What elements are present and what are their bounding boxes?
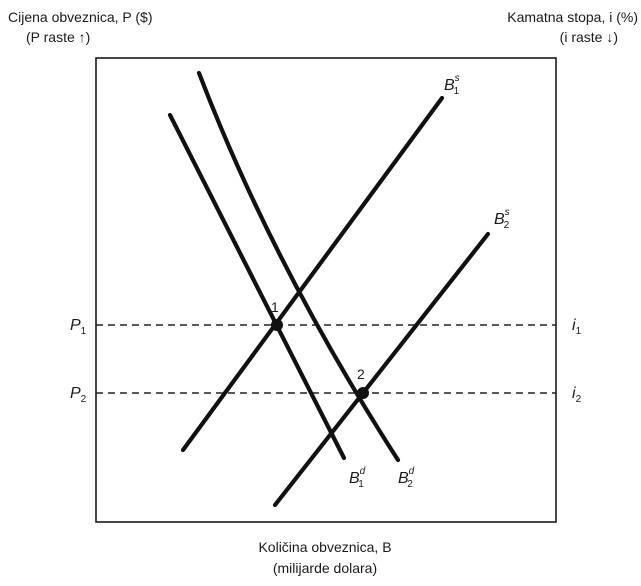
label-supply-1-sub: 1 bbox=[454, 86, 460, 97]
equilibrium-point-1 bbox=[271, 319, 283, 331]
label-supply-2: Bs 2 bbox=[494, 207, 510, 231]
interest-level-i1-symbol: i bbox=[572, 317, 576, 334]
label-demand-2: Bd 2 bbox=[398, 466, 415, 490]
right-axis-title: Kamatna stopa, i (%) bbox=[507, 9, 638, 25]
label-demand-1-symbol: B bbox=[349, 470, 360, 487]
label-demand-1: Bd 1 bbox=[349, 466, 366, 490]
label-supply-1-sup: s bbox=[455, 73, 460, 84]
price-level-p1-symbol: P bbox=[70, 317, 81, 334]
left-axis-title: Cijena obveznica, P ($) bbox=[8, 9, 152, 25]
interest-level-i1: i1 bbox=[572, 317, 582, 337]
label-supply-1: Bs 1 bbox=[444, 73, 460, 97]
demand-curve-2 bbox=[196, 70, 401, 463]
equilibrium-point-2 bbox=[357, 387, 369, 399]
right-axis-subtitle: (i raste ↓) bbox=[560, 29, 618, 45]
demand-curve-1 bbox=[167, 112, 347, 461]
interest-level-i1-sub: 1 bbox=[576, 326, 582, 337]
point-label-1: 1 bbox=[271, 299, 279, 315]
price-level-p1: P1 bbox=[70, 317, 87, 337]
label-demand-2-sup: d bbox=[409, 466, 415, 477]
plot-frame bbox=[95, 57, 557, 523]
price-level-p2-symbol: P bbox=[70, 385, 81, 402]
interest-level-i2-sub: 2 bbox=[576, 394, 582, 405]
interest-level-i2: i2 bbox=[572, 385, 582, 405]
point-label-2: 2 bbox=[357, 366, 365, 382]
label-supply-2-symbol: B bbox=[494, 211, 505, 228]
left-axis-subtitle: (P raste ↑) bbox=[26, 29, 90, 45]
label-supply-2-sup: s bbox=[505, 207, 510, 218]
supply-curve-1 bbox=[180, 95, 445, 453]
bottom-axis-subtitle: (milijarde dolara) bbox=[273, 560, 377, 576]
price-level-p2-sub: 2 bbox=[81, 394, 87, 405]
bottom-axis-title: Količina obveznica, B bbox=[258, 539, 391, 555]
supply-curve-2 bbox=[272, 231, 491, 508]
label-demand-1-sub: 1 bbox=[358, 479, 364, 490]
price-level-p1-sub: 1 bbox=[81, 326, 87, 337]
label-demand-2-sub: 2 bbox=[407, 479, 413, 490]
label-supply-1-symbol: B bbox=[444, 77, 455, 94]
price-level-p2: P2 bbox=[70, 385, 87, 405]
label-demand-1-sup: d bbox=[360, 466, 366, 477]
interest-level-i2-symbol: i bbox=[572, 385, 576, 402]
label-demand-2-symbol: B bbox=[398, 470, 409, 487]
label-supply-2-sub: 2 bbox=[504, 220, 510, 231]
